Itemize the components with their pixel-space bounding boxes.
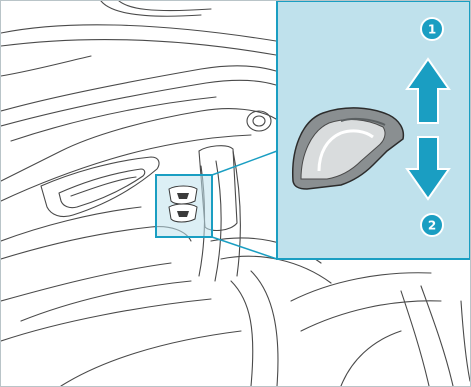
callout-2-label: 2 <box>428 219 436 233</box>
callout-1-label: 1 <box>428 23 436 37</box>
zoom-detail-panel: 1 2 <box>277 1 470 259</box>
switch-highlight-box <box>156 175 212 237</box>
zoom-connector-lines <box>212 151 277 259</box>
callout-1: 1 <box>421 18 443 40</box>
callout-2: 2 <box>421 214 443 236</box>
